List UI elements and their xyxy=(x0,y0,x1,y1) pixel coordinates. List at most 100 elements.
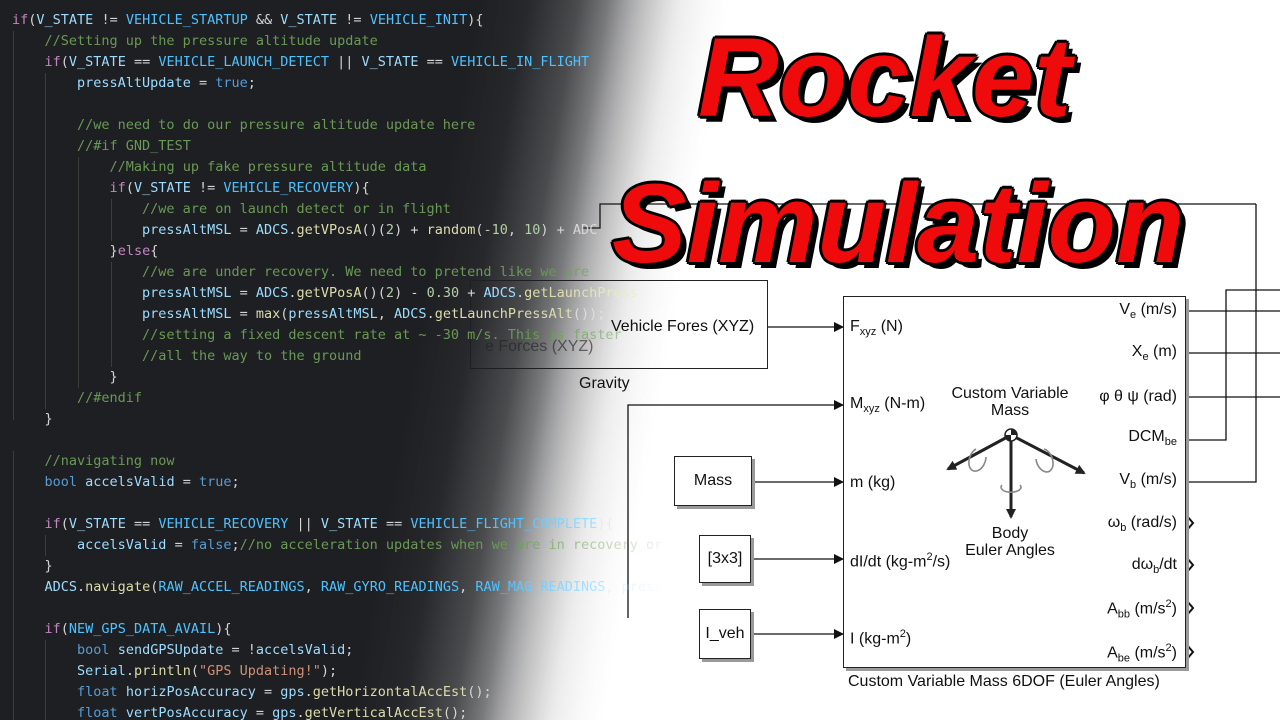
code-line[interactable]: pressAltUpdate = true; xyxy=(12,73,256,94)
code-line[interactable]: //we are on launch detect or in flight xyxy=(12,199,451,220)
code-line[interactable]: //Setting up the pressure altitude updat… xyxy=(12,31,378,52)
code-token: = xyxy=(255,684,281,700)
code-token: //we are under recovery. We need to pret… xyxy=(142,264,590,280)
code-line[interactable]: Serial.println("GPS Updating!"); xyxy=(12,661,337,682)
code-token: , xyxy=(605,579,622,595)
code-line[interactable]: accelsValid = false;//no acceleration up… xyxy=(12,535,719,556)
code-token: VEHICLE_RECOVERY xyxy=(223,180,354,196)
code-token: ADCS xyxy=(44,579,78,595)
code-line[interactable]: bool accelsValid = true; xyxy=(12,472,240,493)
code-token: true xyxy=(215,75,248,91)
code-token: bool xyxy=(77,642,110,658)
port-omega-b xyxy=(1186,515,1195,531)
code-token: . xyxy=(426,306,435,322)
code-token xyxy=(118,705,126,720)
gravity-block-name: Gravity xyxy=(579,375,630,392)
code-line[interactable]: ADCS.navigate(RAW_ACCEL_READINGS, RAW_GY… xyxy=(12,577,752,598)
code-token: ADCS xyxy=(394,306,427,322)
code-line[interactable]: } xyxy=(12,556,53,577)
code-line[interactable]: }else{ xyxy=(12,241,159,262)
code-token: V_STATE xyxy=(280,12,338,28)
code-token: pressAltMSL xyxy=(142,285,232,301)
code-token: ){ xyxy=(353,180,370,196)
code-token: ; xyxy=(247,75,256,91)
sixdof-block[interactable]: Fxyz (N) Mxyz (N-m) m (kg) dI/dt (kg-m2/… xyxy=(843,296,1186,668)
code-token: = ! xyxy=(223,642,256,658)
code-token: //#endif xyxy=(77,390,143,406)
code-token xyxy=(12,222,142,238)
code-token: . xyxy=(288,285,297,301)
code-token xyxy=(12,33,45,49)
code-token: getVerticalAccEst xyxy=(304,705,443,720)
code-token: true xyxy=(198,474,232,490)
code-token: false xyxy=(190,537,232,553)
code-token xyxy=(12,348,142,364)
code-token xyxy=(12,117,77,133)
code-token xyxy=(12,474,45,490)
port-abe xyxy=(1186,644,1195,660)
code-token xyxy=(12,138,77,154)
code-token xyxy=(12,285,142,301)
code-line[interactable]: //#endif xyxy=(12,388,142,409)
code-token: } xyxy=(44,558,53,574)
code-token xyxy=(12,663,77,679)
code-token: if xyxy=(44,54,61,70)
code-token: getLaunchPress xyxy=(524,285,638,301)
code-line[interactable]: pressAltMSL = ADCS.getVPosA()(2) - 0.30 … xyxy=(12,283,638,304)
input-mxyz: Mxyz (N-m) xyxy=(850,395,926,416)
code-token: ){ xyxy=(597,516,614,532)
code-line[interactable]: //setting a fixed descent rate at ~ -30 … xyxy=(12,325,622,346)
code-token: ()( xyxy=(361,222,386,238)
code-line[interactable]: float horizPosAccuracy = gps.getHorizont… xyxy=(12,682,492,703)
code-token: sendGPSUpdate xyxy=(117,642,224,658)
code-line[interactable]: bool sendGPSUpdate = !accelsValid; xyxy=(12,640,353,661)
code-token: if xyxy=(109,180,126,196)
code-token xyxy=(12,306,142,322)
code-line[interactable]: pressAltMSL = ADCS.getVPosA()(2) + rando… xyxy=(12,220,597,241)
code-token: , xyxy=(735,579,752,595)
code-token: //we need to do our pressure altitude up… xyxy=(77,117,476,133)
code-token: if xyxy=(44,516,61,532)
code-token: != xyxy=(190,180,224,196)
mass-block[interactable]: Mass xyxy=(674,456,752,506)
code-token: ( xyxy=(60,621,69,637)
code-token: ()); xyxy=(572,306,606,322)
code-token xyxy=(12,705,77,720)
code-line[interactable]: if(V_STATE != VEHICLE_RECOVERY){ xyxy=(12,178,370,199)
code-token xyxy=(12,159,110,175)
code-token: V_STATE xyxy=(361,54,419,70)
iveh-block[interactable]: I_veh xyxy=(699,609,751,659)
code-line[interactable]: //we need to do our pressure altitude up… xyxy=(12,115,475,136)
code-token: = xyxy=(231,306,256,322)
code-token: navigate xyxy=(85,579,151,595)
code-token: VEHICLE_INIT xyxy=(369,12,468,28)
code-token: . xyxy=(516,285,525,301)
code-token: horizPosAccuracy xyxy=(125,684,256,700)
code-token xyxy=(12,411,45,427)
code-line[interactable]: } xyxy=(12,367,118,388)
code-line[interactable]: //we are under recovery. We need to pret… xyxy=(12,262,589,283)
code-line[interactable]: pressAltMSL = max(pressAltMSL, ADCS.getL… xyxy=(12,304,605,325)
output-domega-b: dωb/dt xyxy=(1131,556,1177,577)
code-line[interactable]: if(V_STATE != VEHICLE_STARTUP && V_STATE… xyxy=(12,10,484,31)
code-token: . xyxy=(296,705,305,720)
iveh-block-label: I_veh xyxy=(705,625,745,642)
output-abb: Abb (m/s2) xyxy=(1107,598,1177,621)
code-token: ; xyxy=(345,642,354,658)
code-line[interactable]: //#if GND_TEST xyxy=(12,136,191,157)
code-line[interactable]: float vertPosAccuracy = gps.getVerticalA… xyxy=(12,703,467,720)
code-line[interactable]: if(V_STATE == VEHICLE_RECOVERY || V_STAT… xyxy=(12,514,614,535)
code-token: //Making up fake pressure altitude data xyxy=(109,159,427,175)
code-line[interactable]: //all the way to the ground xyxy=(12,346,361,367)
sixdof-center-title: Custom Variable Mass xyxy=(951,385,1069,419)
code-line[interactable]: if(V_STATE == VEHICLE_LAUNCH_DETECT || V… xyxy=(12,52,590,73)
code-line[interactable]: //navigating now xyxy=(12,451,175,472)
code-token: if xyxy=(12,12,29,28)
code-token: ) - xyxy=(394,285,427,301)
code-line[interactable]: //Making up fake pressure altitude data xyxy=(12,157,427,178)
code-line[interactable]: } xyxy=(12,409,53,430)
code-token: ) + ADC xyxy=(540,222,598,238)
code-token: == xyxy=(418,54,451,70)
code-line[interactable]: if(NEW_GPS_DATA_AVAIL){ xyxy=(12,619,232,640)
output-omega-b: ωb (rad/s) xyxy=(1107,514,1177,535)
